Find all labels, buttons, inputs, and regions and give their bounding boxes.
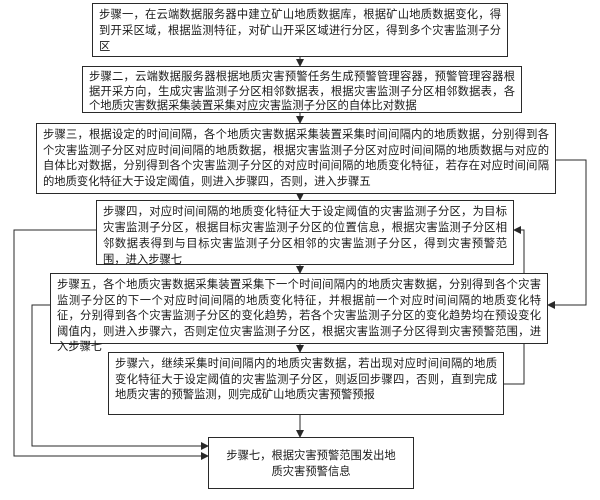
- step4-box: 步骤四，对应时间间隔的地质变化特征大于设定阈值的灾害监测子分区，为目标灾害监测子…: [96, 200, 514, 266]
- step1-text: 步骤一，在云端数据服务器中建立矿山地质数据库，根据矿山地质数据变化，得到开采区域…: [99, 8, 501, 53]
- step6-text: 步骤六，继续采集时间间隔内的地质灾害数据，若出现对应时间间隔的地质变化特征大于设…: [115, 357, 497, 401]
- step7-box: 步骤七，根据灾害预警范围发出地质灾害预警信息: [208, 437, 414, 489]
- step5-box: 步骤五，各个地质灾害数据采集装置采集下一个时间间隔内的地质灾害数据，分别得到各个…: [50, 273, 548, 353]
- step6-box: 步骤六，继续采集时间间隔内的地质灾害数据，若出现对应时间间隔的地质变化特征大于设…: [108, 352, 504, 415]
- step3-text: 步骤三，根据设定的时间间隔，各个地质灾害数据采集装置采集时间间隔内的地质数据，分…: [43, 128, 549, 188]
- arrow-step4-step7: [13, 229, 209, 460]
- step5-text: 步骤五，各个地质灾害数据采集装置采集下一个时间间隔内的地质灾害数据，分别得到各个…: [57, 278, 541, 353]
- step2-box: 步骤二，云端数据服务器根据地质灾害预警任务生成预警管理容器，预警管理容器根据开采…: [82, 66, 522, 113]
- step3-box: 步骤三，根据设定的时间间隔，各个地质灾害数据采集装置采集时间间隔内的地质数据，分…: [36, 123, 556, 194]
- step4-text: 步骤四，对应时间间隔的地质变化特征大于设定阈值的灾害监测子分区，为目标灾害监测子…: [103, 205, 507, 266]
- step7-text: 步骤七，根据灾害预警范围发出地质灾害预警信息: [226, 449, 396, 478]
- step2-text: 步骤二，云端数据服务器根据地质灾害预警任务生成预警管理容器，预警管理容器根据开采…: [89, 70, 515, 112]
- arrow-step3-step5: [547, 159, 587, 309]
- arrow-step5-step7: [31, 304, 209, 450]
- step1-box: 步骤一，在云端数据服务器中建立矿山地质数据库，根据矿山地质数据变化，得到开采区域…: [92, 3, 508, 57]
